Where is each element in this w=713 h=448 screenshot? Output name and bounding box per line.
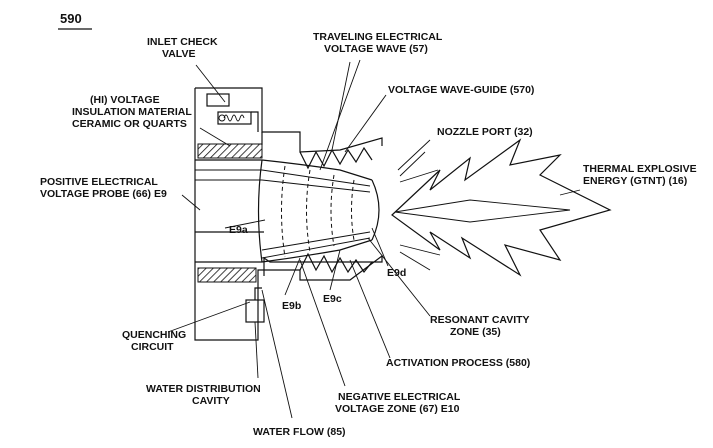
label-wave-guide: VOLTAGE WAVE-GUIDE (570)	[388, 84, 534, 96]
label-resonant-cavity: RESONANT CAVITY ZONE (35)	[430, 314, 532, 338]
inlet-check-valve	[206, 93, 259, 132]
label-e9b: E9b	[282, 300, 301, 312]
label-e9a: E9a	[229, 224, 248, 236]
label-activation: ACTIVATION PROCESS (580)	[386, 357, 530, 369]
label-nozzle-port: NOZZLE PORT (32)	[437, 126, 533, 138]
label-e9d: E9d	[387, 267, 406, 279]
label-thermal-energy: THERMAL EXPLOSIVE ENERGY (GTNT) (16)	[583, 163, 700, 187]
voltage-probe-cone	[195, 159, 380, 263]
housing	[194, 87, 383, 341]
label-water-flow: WATER FLOW (85)	[253, 426, 346, 438]
label-traveling-wave: TRAVELING ELECTRICAL VOLTAGE WAVE (57)	[313, 31, 445, 55]
wave-guide-top	[299, 146, 373, 170]
figure-number: 590	[60, 11, 82, 26]
label-water-distribution: WATER DISTRIBUTION CAVITY	[146, 383, 264, 407]
label-inlet-check-valve: INLET CHECK VALVE	[147, 36, 221, 60]
insulation-hatch-top	[197, 143, 263, 159]
label-e9c: E9c	[323, 293, 342, 305]
water-distribution-cavity	[245, 287, 265, 323]
insulation-hatch-bottom	[197, 267, 257, 283]
explosion-burst	[391, 138, 612, 277]
label-negative-zone: NEGATIVE ELECTRICAL VOLTAGE ZONE (67) E1…	[335, 391, 463, 415]
wave-guide-bottom	[299, 252, 373, 274]
label-quenching: QUENCHING CIRCUIT	[122, 329, 189, 353]
label-insulation: (HI) VOLTAGE INSULATION MATERIAL CERAMIC…	[72, 94, 195, 130]
leader-lines	[167, 59, 581, 419]
label-positive-probe: POSITIVE ELECTRICAL VOLTAGE PROBE (66) E…	[40, 176, 167, 200]
